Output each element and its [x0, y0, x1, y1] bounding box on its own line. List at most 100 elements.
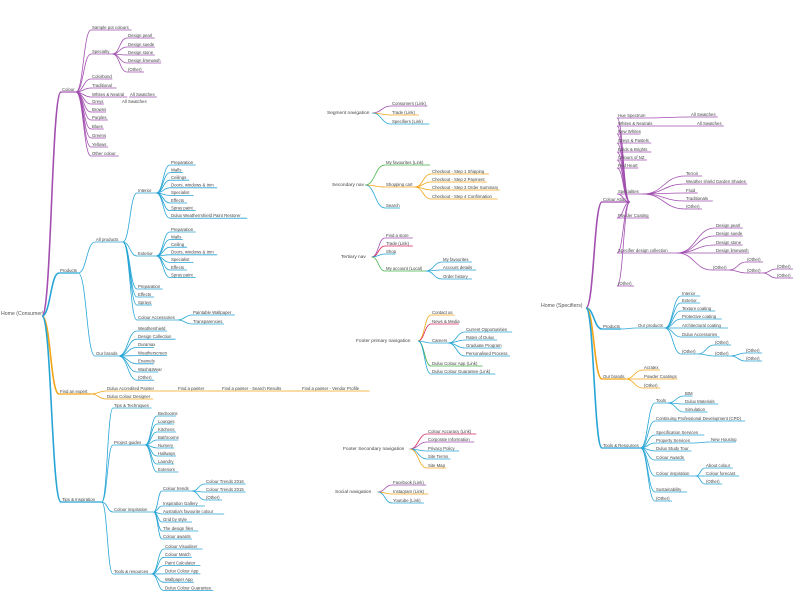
branch-connector [371, 253, 386, 258]
node-dulux-colour-app-link: Dulux Colour App (Link) [432, 361, 478, 366]
node-traditional: Traditional [92, 83, 112, 88]
node-design-suede: Design suede [716, 231, 743, 236]
node-paint-calculator: Paint Calculator [165, 560, 196, 565]
branch-connector [377, 491, 393, 504]
branch-connector [448, 339, 466, 344]
node-colour-trends-2015: Colour Trends 2015 [206, 487, 244, 492]
branch-connector [122, 192, 138, 243]
branch-connector [693, 441, 711, 444]
node-new-whites: New Whites [618, 129, 641, 134]
node-other: (Other) [777, 264, 791, 269]
node-youtube-link: Youtube (Link) [393, 498, 421, 503]
branch-connector [177, 314, 193, 321]
node-dulux-colour-designer: Dulux Colour Designer [107, 394, 151, 399]
node-careers: Careers [432, 338, 447, 343]
node-preparation: Preparation [171, 227, 194, 232]
node-colour-accessories: Colour Accessories [138, 315, 175, 320]
node-trade-link: Trade (Link) [386, 241, 410, 246]
branch-connector [731, 352, 746, 357]
branch-connector [377, 484, 393, 493]
node-checkout-step-2-payment: Checkout - Step 2 Payment [432, 177, 485, 182]
node-dulux-accredited-painter: Dulux Accredited Painter [107, 386, 155, 391]
node-find-a-painter-search-results: Find a painter - Search Results [222, 386, 281, 391]
branch-connector [664, 302, 682, 329]
node-browns: Browns [92, 107, 106, 112]
branch-connector [118, 355, 138, 381]
branch-connector [156, 164, 171, 194]
node-tips-techniques: Tips & Techniques [114, 403, 149, 408]
node-exterior: Exterior [682, 298, 697, 303]
node-site-terms: Site Terms [428, 454, 448, 459]
branch-connector [417, 323, 432, 342]
node-other: (Other) [747, 268, 761, 273]
node-simulation: Simulation [685, 407, 706, 412]
node-paintable-wallpaper: Paintable Wallpaper [193, 310, 232, 315]
branch-connector [667, 402, 685, 413]
node-checkout-step-1-shipping: Checkout - Step 1 Shipping [432, 169, 485, 174]
node-our-products: Our products [638, 323, 663, 328]
branch-connector [664, 327, 682, 355]
node-news-media: News & Media [432, 319, 460, 324]
node-other: (Other) [656, 496, 670, 501]
node-other: (Other) [777, 273, 791, 278]
node-checkout-step-3-order-summary: Checkout - Step 3 Order Summary [432, 185, 499, 190]
node-enamels: Enamels [138, 359, 155, 364]
branch-connector [667, 395, 685, 404]
branch-connector [118, 330, 138, 357]
node-current-opportunities: Current Opportunities [466, 327, 507, 332]
node-all-swatches: All Swatches [691, 112, 716, 117]
section-secondary-nav: Secondary nav [332, 182, 365, 188]
node-preparation: Preparation [138, 284, 161, 289]
node-colour-inspiration: Colour inspiration [656, 471, 690, 476]
branch-connector [156, 255, 171, 278]
node-purples: Purples [92, 115, 107, 120]
node-colour-trends-2016: Colour Trends 2016 [206, 479, 244, 484]
branch-connector [642, 175, 686, 195]
node-weatherscreen: Weatherscreen [138, 350, 168, 355]
branch-connector [640, 447, 656, 502]
node-consumers-link: Consumers (Link) [392, 101, 426, 106]
node-other: (Other) [746, 348, 760, 353]
branch-connector [118, 355, 138, 373]
node-dulux-accessories: Dulux Accessories [682, 332, 717, 337]
branch-connector [156, 192, 171, 219]
node-find-a-store: Find a store [386, 233, 409, 238]
node-interior: Interior [138, 188, 152, 193]
node-traditionals: Traditionals [686, 196, 708, 201]
node-australia-s-favourite-colour: Australia's favourite colour [163, 509, 214, 514]
node-shopping-cart: Shopping cart [386, 182, 413, 187]
section-products: Products [603, 324, 620, 329]
node-other: (Other) [713, 265, 727, 270]
node-tools: Tools [656, 398, 666, 403]
branch-connector [371, 256, 386, 272]
section-footer-secondary-navigation: Footer Secondary navigation [343, 446, 405, 452]
node-other: (Other) [138, 375, 152, 380]
node-specialty: Specialty [92, 49, 110, 54]
branch-connector [78, 241, 96, 274]
section-products: Products [60, 268, 77, 273]
branch-connector [729, 269, 747, 274]
node-design-limewash: Design limewash [716, 248, 749, 253]
node-other: (Other) [706, 479, 720, 484]
branch-connector [101, 501, 114, 513]
node-colorbond: Colorbond [92, 74, 112, 79]
branch-connector [75, 53, 92, 93]
node-continuing-professional-development-cpd: Continuing Professional Development (CPD… [656, 416, 742, 421]
node-red-heart: Red Heart [618, 163, 638, 168]
branch-connector [417, 314, 432, 342]
node-specifiers-link: Specifiers (Link) [392, 119, 423, 124]
node-graduate-program: Graduate Program [466, 343, 502, 348]
branch-connector [144, 444, 158, 473]
node-design-collection: Design Collection [138, 334, 172, 339]
node-our-brands: Our brands [96, 351, 118, 356]
node-other-colour: Other colour [92, 151, 116, 156]
node-colour-forecast: Colour forecast [706, 471, 736, 476]
node-walls: Walls [171, 167, 181, 172]
branch-connector [625, 378, 644, 389]
node-exteriors: Exteriors [158, 467, 175, 472]
branch-connector [425, 270, 443, 280]
branch-connector [112, 37, 128, 55]
node-sample-pot-colours: Sample pot colours [92, 25, 129, 30]
branch-connector [101, 407, 114, 503]
